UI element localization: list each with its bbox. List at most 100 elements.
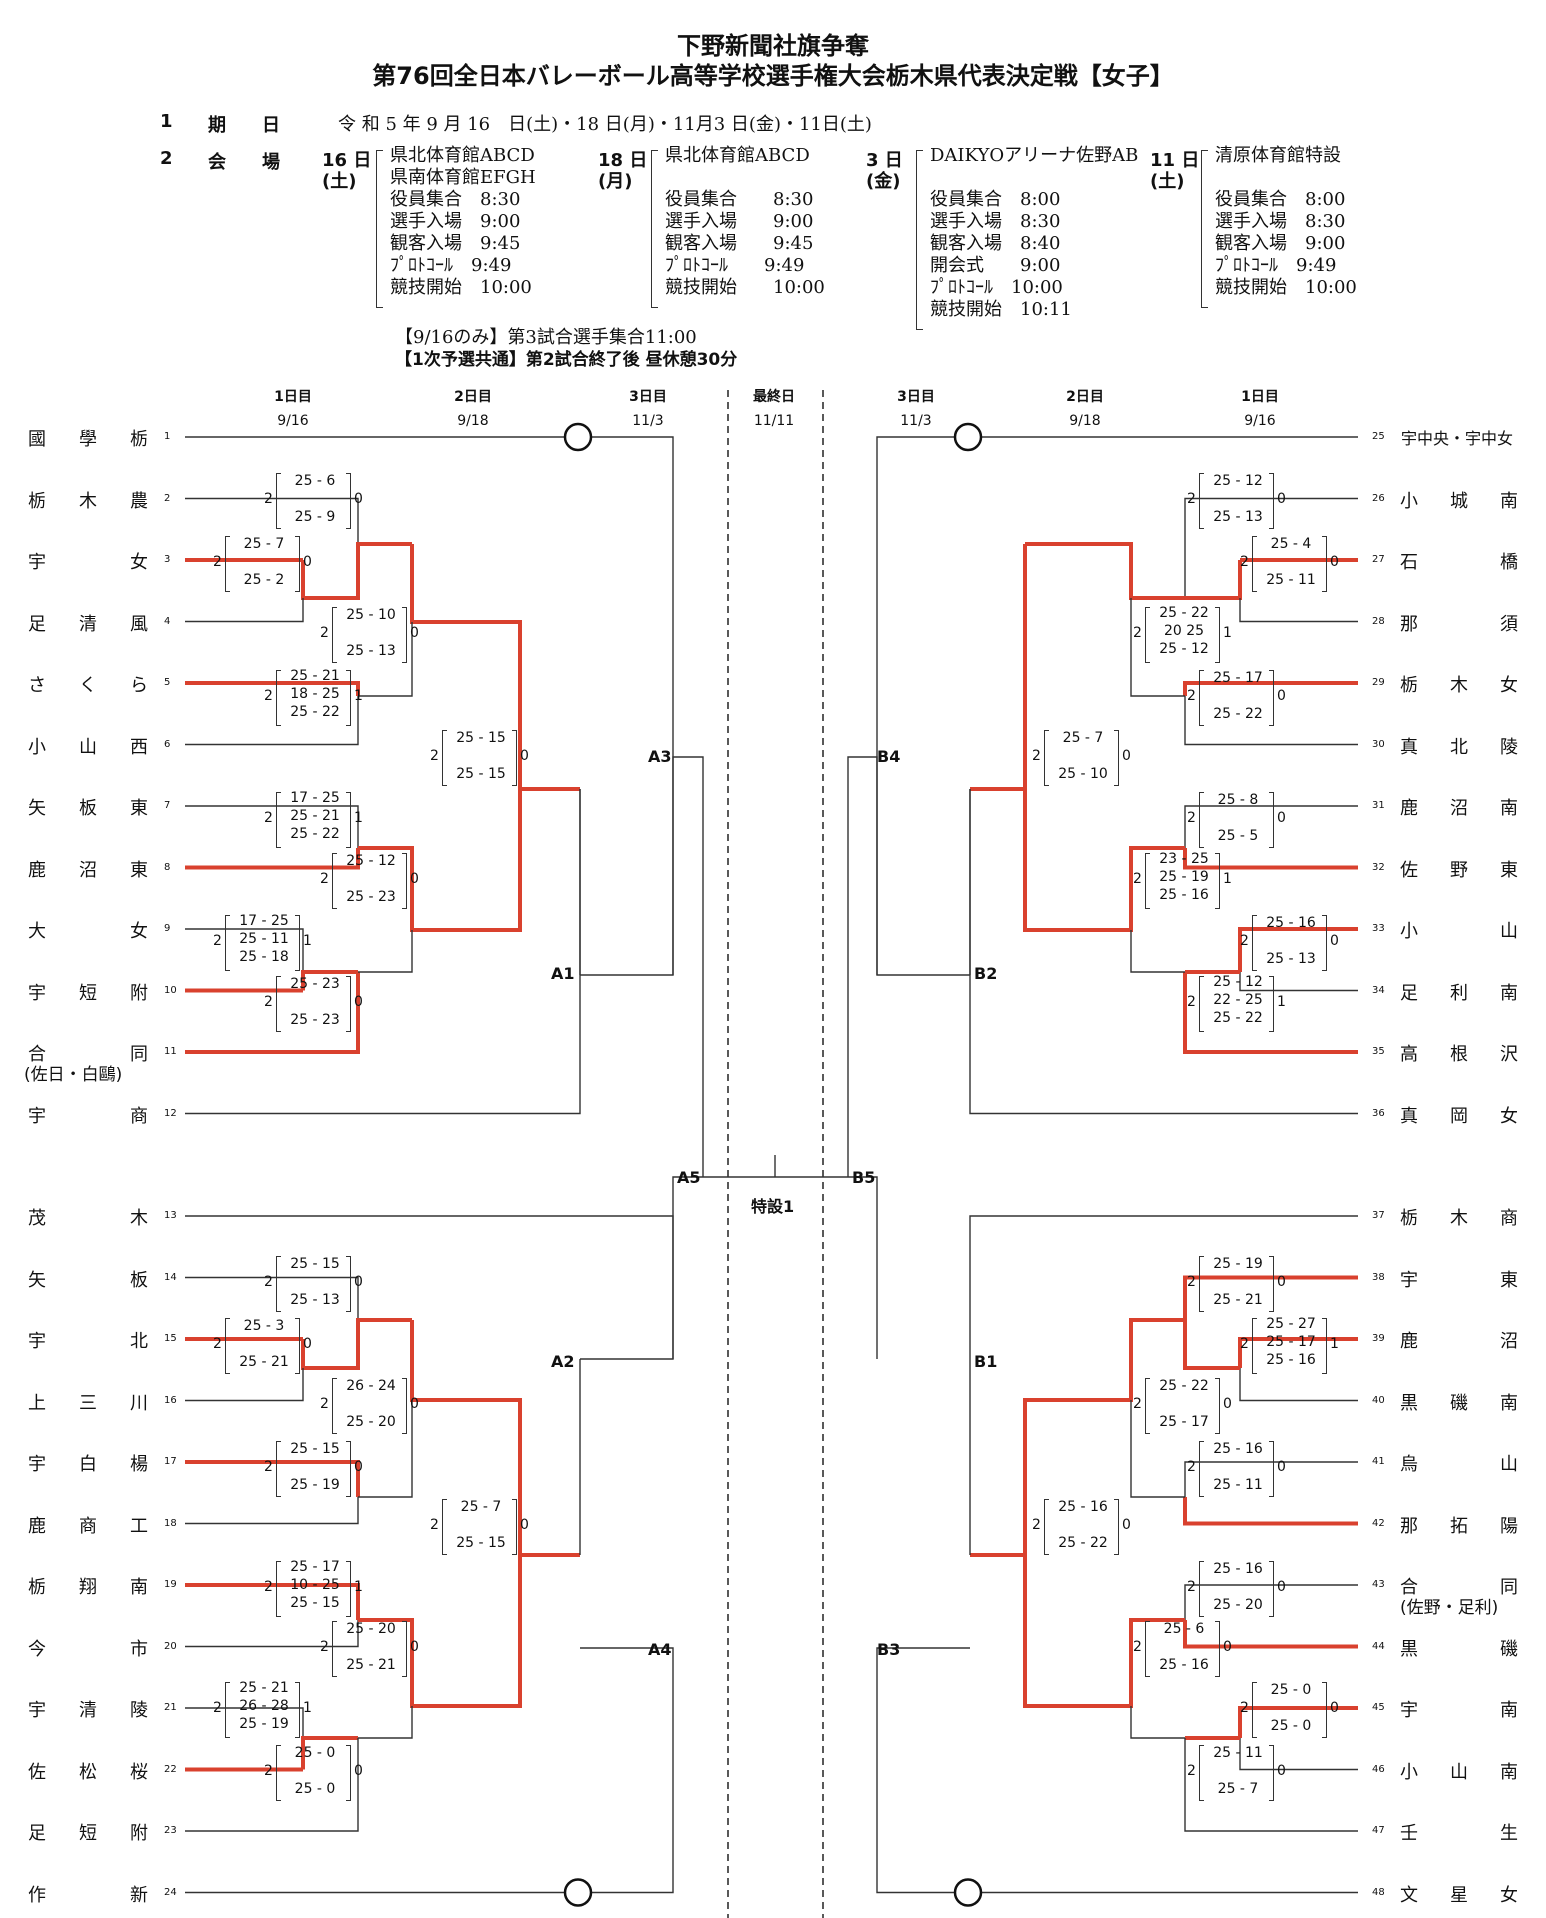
- bracket-line: [848, 1176, 878, 1359]
- score-total-right: 0: [1277, 688, 1286, 704]
- score-total-right: 1: [1330, 1336, 1339, 1352]
- team-seed-right: 45: [1372, 1702, 1385, 1713]
- team-char: 高: [1400, 1044, 1418, 1065]
- score-bracket-left: [1145, 1621, 1150, 1677]
- team-name-left: 足短附: [28, 1819, 148, 1845]
- score-bracket-left: [1145, 607, 1150, 663]
- team-char: さ: [28, 675, 46, 696]
- team-char: 同: [1500, 1577, 1518, 1598]
- score-total-right: 0: [520, 748, 529, 764]
- note-2: 【1次予選共通】第2試合終了後 昼休憩30分: [395, 350, 738, 370]
- score-bracket-right: [346, 976, 351, 1032]
- team-seed-left: 10: [164, 984, 177, 996]
- team-char: 山: [1500, 1454, 1518, 1475]
- team-name-right: 那須: [1400, 610, 1518, 636]
- team-name-left: 大女: [28, 917, 148, 943]
- team-char: 女: [130, 921, 148, 942]
- team-seed-left: 6: [164, 738, 171, 750]
- venue-line: DAIKYOアリーナ佐野AB: [930, 145, 1139, 166]
- team-char: 磯: [1500, 1638, 1518, 1660]
- set-score: 25 - 17: [1266, 1334, 1316, 1350]
- team-name-right: 鹿沼: [1400, 1327, 1518, 1353]
- venue-line: 選手入場 8:30: [1215, 211, 1346, 232]
- team-char: 栃: [130, 429, 148, 450]
- score-total-right: 0: [410, 1639, 419, 1655]
- score-bracket-left: [276, 792, 281, 848]
- score-total-left: 2: [264, 1274, 273, 1290]
- score-total-left: 2: [1187, 491, 1196, 507]
- set-score: 25 - 8: [1217, 792, 1259, 808]
- winner-path: [1183, 1497, 1358, 1526]
- score-bracket-right: [1215, 1378, 1220, 1434]
- team-char: 真: [1400, 736, 1418, 758]
- item1-value: 令 和 5 年 9 月 16 日(土)・18 日(月)・11月3 日(金)・11…: [338, 114, 872, 135]
- team-seed-left: 9: [164, 923, 171, 934]
- bracket-line: [185, 1497, 359, 1525]
- score-total-right: 0: [410, 1396, 419, 1412]
- team-char: 東: [1500, 1269, 1518, 1291]
- team-char: 山: [79, 736, 97, 758]
- team-name-right: 足利南: [1400, 979, 1518, 1005]
- team-char: 工: [130, 1515, 148, 1537]
- venue-dow: (金): [866, 171, 901, 192]
- team-char: 磯: [1450, 1392, 1468, 1414]
- score-bracket-right: [295, 915, 300, 971]
- set-score: 25 - 13: [346, 643, 396, 659]
- team-name-left: 鹿沼東: [28, 856, 148, 882]
- bracket-line: [185, 1276, 359, 1320]
- score-bracket-left: [1199, 473, 1204, 529]
- score-bracket-right: [1114, 1499, 1119, 1555]
- score-total-right: 0: [303, 554, 312, 570]
- team-name-left: 宇清陵: [28, 1696, 148, 1722]
- score-total-right: 1: [303, 933, 312, 949]
- set-score: 25 - 3: [243, 1318, 285, 1334]
- team-char: 東: [130, 798, 148, 819]
- team-char: 真: [1400, 1105, 1418, 1127]
- set-score: 25 - 11: [1213, 1745, 1263, 1761]
- score-total-right: 0: [354, 994, 363, 1010]
- score-total-left: 2: [320, 1396, 329, 1412]
- team-char: 壬: [1400, 1823, 1418, 1844]
- score-bracket-left: [1199, 1745, 1204, 1801]
- score-bracket-left: [276, 1441, 281, 1497]
- score-bracket-left: [1199, 670, 1204, 726]
- score-total-left: 2: [320, 1639, 329, 1655]
- set-score: 25 - 18: [239, 949, 289, 965]
- score-total-right: 0: [354, 1459, 363, 1475]
- round-name-right: 3日目: [897, 389, 935, 405]
- venue-bracket: [376, 150, 383, 308]
- team-seed-left: 21: [164, 1702, 177, 1713]
- bracket-line: [1130, 930, 1185, 973]
- venue-line: 選手入場 8:30: [930, 211, 1061, 232]
- venue-bracket: [1201, 150, 1208, 308]
- bracket-line: [185, 436, 674, 976]
- team-char: 沼: [1450, 798, 1468, 819]
- score-total-right: 1: [303, 1700, 312, 1716]
- score-bracket-left: [1199, 792, 1204, 848]
- score-total-left: 2: [264, 491, 273, 507]
- score-bracket-left: [332, 1378, 337, 1434]
- team-char: 宇: [28, 552, 46, 573]
- score-bracket-right: [402, 1621, 407, 1677]
- team-char: 石: [1400, 552, 1418, 573]
- team-name-right: 小山南: [1400, 1758, 1518, 1784]
- score-total-left: 2: [1032, 748, 1041, 764]
- set-score: 25 - 20: [346, 1621, 396, 1637]
- bracket-label-b2: B2: [974, 964, 998, 983]
- team-char: 商: [1500, 1208, 1518, 1229]
- score-total-right: 1: [1223, 871, 1232, 887]
- score-total-right: 0: [354, 491, 363, 507]
- score-total-right: 1: [1277, 994, 1286, 1010]
- set-score: 25 - 15: [456, 730, 506, 746]
- set-score: 25 - 12: [1213, 473, 1263, 489]
- score-bracket-left: [1199, 976, 1204, 1032]
- team-char: 南: [1500, 490, 1518, 512]
- team-char: 木: [130, 1208, 148, 1229]
- item1-number: 1: [160, 111, 173, 132]
- score-total-right: 0: [1330, 933, 1339, 949]
